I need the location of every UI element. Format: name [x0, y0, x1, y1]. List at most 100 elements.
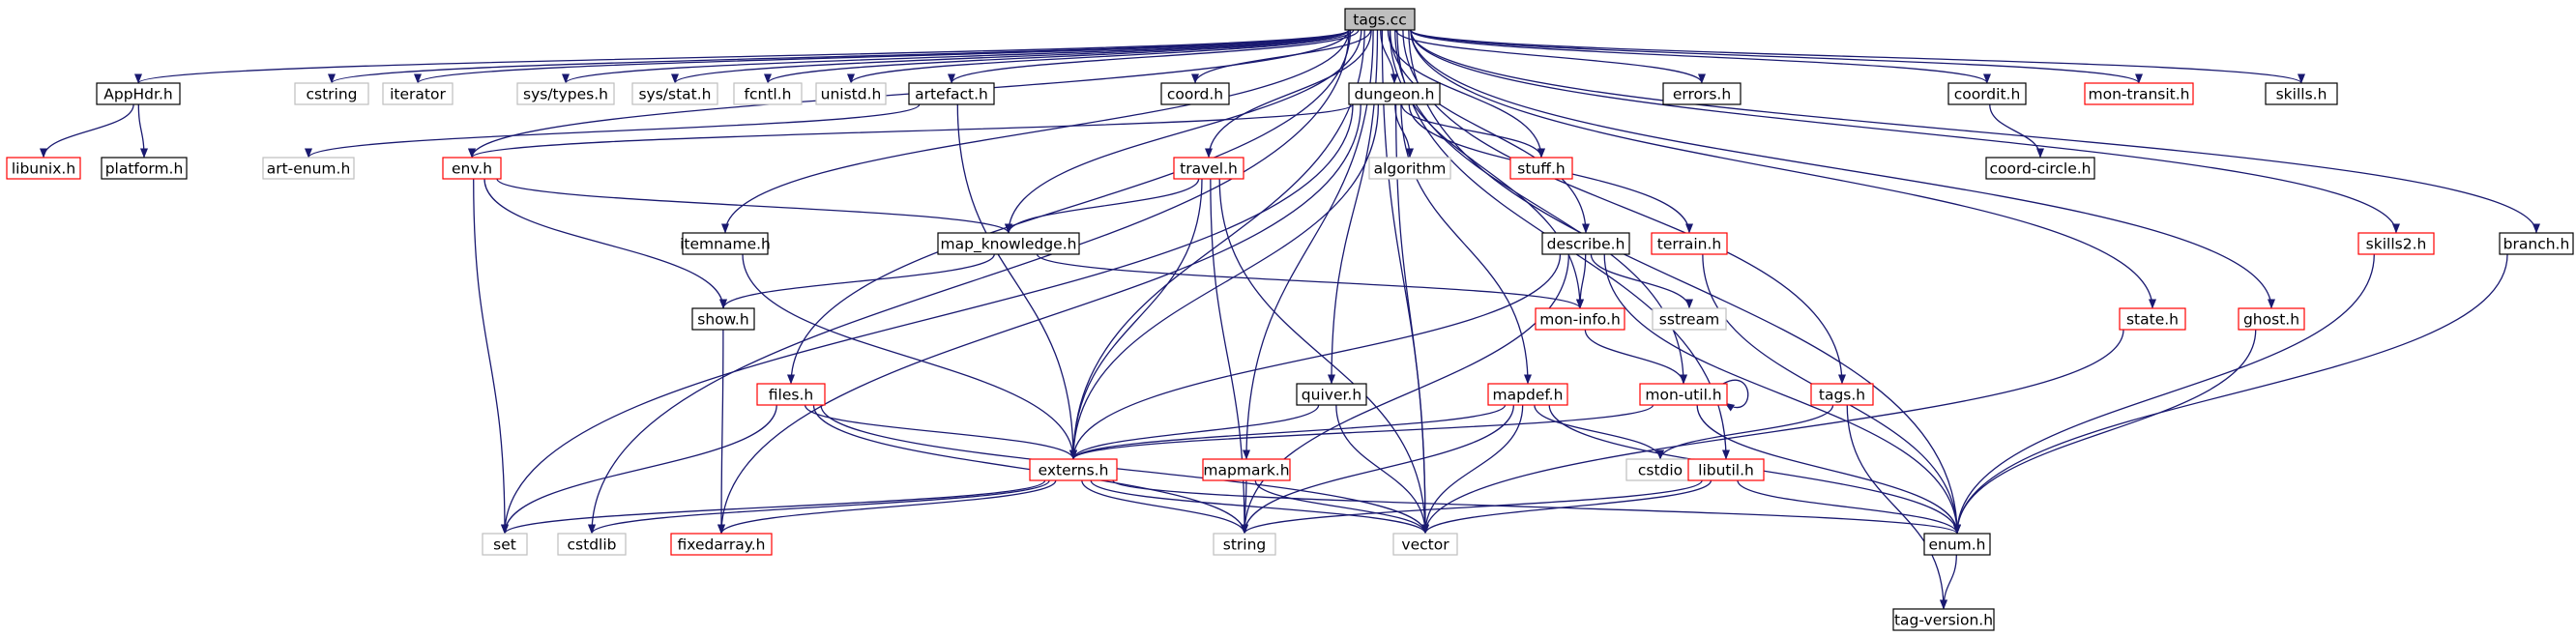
edge-skills2_h-to-enum_h	[1953, 253, 2375, 535]
node-box	[442, 157, 502, 180]
node-box	[2357, 232, 2435, 255]
node-platform-h[interactable]: platform.h	[101, 157, 188, 180]
node-box	[1344, 8, 1416, 31]
edge-externs_h-to-cstdlib	[588, 479, 1050, 535]
node-show-h[interactable]: show.h	[691, 307, 755, 331]
node-skills2-h[interactable]: skills2.h	[2357, 232, 2435, 255]
node-label: quiver.h	[1302, 387, 1361, 404]
node-label: algorithm	[1374, 160, 1447, 178]
node-fcntl-h[interactable]: fcntl.h	[733, 82, 803, 105]
node-mon-util-h[interactable]: mon-util.h	[1639, 383, 1728, 406]
edge-tags_cc-to-sys_types_h	[562, 29, 1350, 84]
node-fixedarray-h[interactable]: fixedarray.h	[670, 533, 773, 556]
node-box	[631, 82, 718, 105]
node-skills-h[interactable]: skills.h	[2265, 82, 2338, 105]
edge-state_h-to-vector	[1421, 329, 2124, 535]
node-label: mon-transit.h	[2089, 86, 2190, 103]
node-state-h[interactable]: state.h	[2119, 307, 2186, 331]
node-label: files.h	[769, 387, 813, 404]
node-label: fixedarray.h	[677, 536, 765, 554]
node-label: cstdlib	[568, 536, 617, 554]
edge-tags_cc-to-mon_transit_h	[1410, 29, 2143, 84]
node-tags-cc[interactable]: tags.cc	[1344, 8, 1416, 31]
node-sys-stat-h[interactable]: sys/stat.h	[631, 82, 718, 105]
node-box	[96, 82, 181, 105]
node-errors-h[interactable]: errors.h	[1662, 82, 1742, 105]
node-box	[262, 157, 355, 180]
node-coord-h[interactable]: coord.h	[1160, 82, 1230, 105]
node-box	[756, 383, 826, 406]
node-box	[1541, 232, 1630, 255]
edge-tags_cc-to-dungeon_h	[1380, 29, 1398, 84]
node-travel-h[interactable]: travel.h	[1173, 157, 1244, 180]
edge-files_h-to-externs_h	[804, 404, 1077, 460]
edge-tags_cc-to-cstring	[328, 29, 1350, 84]
node-artefact-h[interactable]: artefact.h	[908, 82, 995, 105]
node-files-h[interactable]: files.h	[756, 383, 826, 406]
edge-tags_cc-to-skills_h	[1410, 29, 2305, 84]
node-apphdr-h[interactable]: AppHdr.h	[96, 82, 181, 105]
node-label: skills2.h	[2366, 236, 2427, 253]
edge-artefact_h-to-externs_h	[956, 103, 1077, 460]
node-stuff-h[interactable]: stuff.h	[1509, 157, 1573, 180]
edge-env_h-to-show_h	[483, 178, 727, 309]
node-mon-transit-h[interactable]: mon-transit.h	[2084, 82, 2194, 105]
node-mapmark-h[interactable]: mapmark.h	[1202, 458, 1291, 481]
node-branch-h[interactable]: branch.h	[2499, 232, 2574, 255]
node-box	[691, 307, 755, 331]
node-env-h[interactable]: env.h	[442, 157, 502, 180]
node-iterator[interactable]: iterator	[382, 82, 454, 105]
node-label: stuff.h	[1517, 160, 1565, 178]
node-map-knowledge-h[interactable]: map_knowledge.h	[937, 232, 1080, 255]
node-mon-info-h[interactable]: mon-info.h	[1535, 307, 1625, 331]
node-tag-version-h[interactable]: tag-version.h	[1892, 608, 1995, 631]
node-box	[2265, 82, 2338, 105]
node-box	[1509, 157, 1573, 180]
node-label: artefact.h	[915, 86, 988, 103]
node-terrain-h[interactable]: terrain.h	[1651, 232, 1728, 255]
node-box	[1160, 82, 1230, 105]
node-vector[interactable]: vector	[1392, 533, 1458, 556]
node-cstring[interactable]: cstring	[294, 82, 369, 105]
node-libutil-h[interactable]: libutil.h	[1687, 458, 1765, 481]
node-sstream[interactable]: sstream	[1652, 307, 1727, 331]
node-cstdio[interactable]: cstdio	[1625, 458, 1695, 481]
edge-describe_h-to-string	[1241, 253, 1569, 535]
node-box	[1348, 82, 1441, 105]
node-algorithm[interactable]: algorithm	[1368, 157, 1451, 180]
node-label: coord.h	[1167, 86, 1223, 103]
node-mapdef-h[interactable]: mapdef.h	[1487, 383, 1568, 406]
edge-tags_cc-to-stuff_h	[1387, 29, 1545, 159]
node-quiver-h[interactable]: quiver.h	[1296, 383, 1367, 406]
edge-tags_cc-to-iterator	[414, 29, 1350, 84]
node-tags-h[interactable]: tags.h	[1810, 383, 1874, 406]
node-ghost-h[interactable]: ghost.h	[2238, 307, 2305, 331]
edge-files_h-to-vector	[820, 404, 1429, 535]
edge-tags_cc-to-mon_info_h	[1389, 29, 1584, 309]
node-label: enum.h	[1928, 536, 1985, 554]
node-cstdlib[interactable]: cstdlib	[557, 533, 627, 556]
node-coord-circle-h[interactable]: coord-circle.h	[1985, 157, 2095, 180]
node-label: iterator	[390, 86, 446, 103]
node-art-enum-h[interactable]: art-enum.h	[262, 157, 355, 180]
node-unistd-h[interactable]: unistd.h	[815, 82, 887, 105]
node-set[interactable]: set	[482, 533, 528, 556]
node-describe-h[interactable]: describe.h	[1541, 232, 1630, 255]
node-label: tags.h	[1819, 387, 1865, 404]
node-sys-types-h[interactable]: sys/types.h	[516, 82, 615, 105]
edge-files_h-to-set	[501, 404, 777, 535]
edge-apphdr_h-to-platform_h	[137, 103, 148, 159]
node-libunix-h[interactable]: libunix.h	[6, 157, 81, 180]
node-enum-h[interactable]: enum.h	[1923, 533, 1991, 556]
edge-tags_cc-to-itemname_h	[721, 29, 1350, 234]
edge-libutil_h-to-enum_h	[1737, 479, 1961, 535]
node-dungeon-h[interactable]: dungeon.h	[1348, 82, 1441, 105]
node-string[interactable]: string	[1213, 533, 1276, 556]
node-externs-h[interactable]: externs.h	[1029, 458, 1118, 481]
node-box	[733, 82, 803, 105]
edge-tags_cc-to-branch_h	[1410, 29, 2540, 234]
node-itemname-h[interactable]: itemname.h	[680, 232, 771, 255]
node-box	[682, 232, 769, 255]
node-coordit-h[interactable]: coordit.h	[1947, 82, 2027, 105]
edge-ghost_h-to-enum_h	[1953, 329, 2257, 535]
